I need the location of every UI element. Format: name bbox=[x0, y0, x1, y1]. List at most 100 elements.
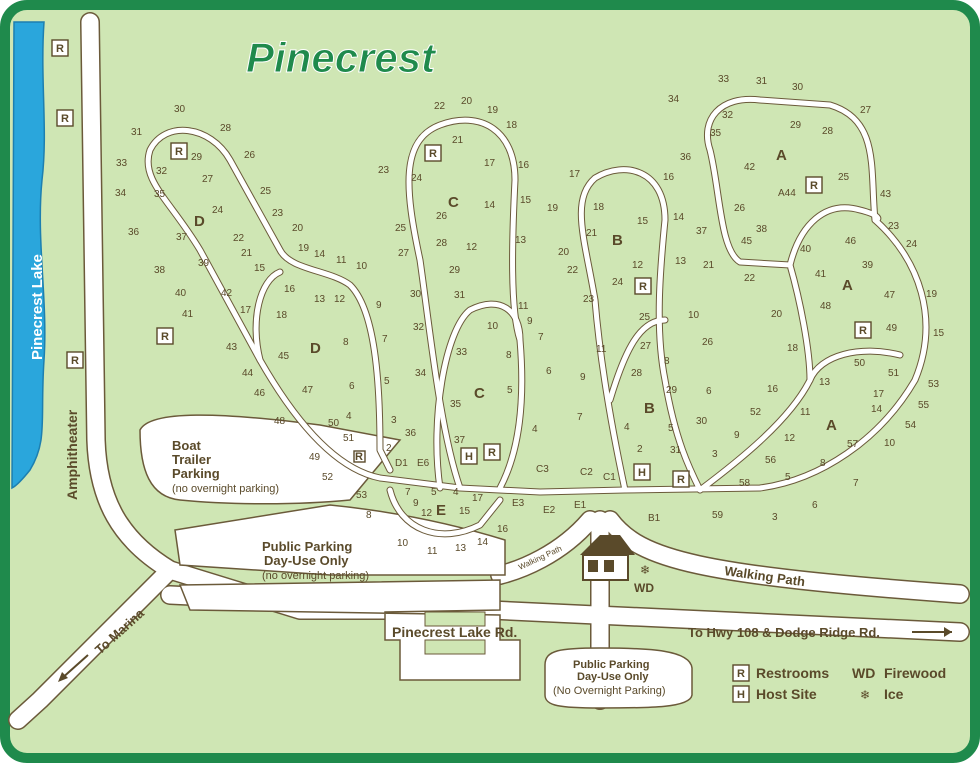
svg-text:H: H bbox=[638, 467, 646, 479]
campsite-a-26: 26 bbox=[734, 203, 746, 214]
boat-parking-line2: Trailer bbox=[172, 452, 211, 467]
campsite-b-31: 31 bbox=[670, 445, 682, 456]
campsite-c-36: 36 bbox=[405, 428, 417, 439]
restroom-icon: R bbox=[732, 664, 750, 682]
campsite-e-4: 4 bbox=[453, 487, 459, 498]
campsite-a-45: 45 bbox=[741, 236, 753, 247]
restroom-icon[interactable]: R bbox=[424, 144, 442, 162]
campsite-a-12: 12 bbox=[784, 433, 796, 444]
restroom-icon[interactable]: R bbox=[634, 277, 652, 295]
campsite-d-21: 21 bbox=[241, 248, 253, 259]
campsite-a-9: 9 bbox=[734, 430, 740, 441]
restroom-icon[interactable]: R bbox=[66, 351, 84, 369]
public-parking-left-line1: Public Parking bbox=[262, 539, 352, 554]
restroom-icon[interactable]: R bbox=[51, 39, 69, 57]
campsite-a-23: 23 bbox=[888, 221, 900, 232]
campsite-c-23: 23 bbox=[378, 165, 390, 176]
campsite-d-50: 50 bbox=[328, 418, 340, 429]
campsite-e-e2: E2 bbox=[543, 505, 556, 516]
campsite-d-34: 34 bbox=[115, 188, 127, 199]
campsite-b-5: 5 bbox=[668, 423, 674, 434]
restroom-icon[interactable]: R bbox=[56, 109, 74, 127]
campsite-b-2: 2 bbox=[637, 444, 643, 455]
campsite-a-36: 36 bbox=[680, 152, 692, 163]
parking-areas bbox=[139, 414, 693, 709]
restroom-icon[interactable]: R bbox=[170, 142, 188, 160]
loop-label-a-lower: A bbox=[826, 417, 837, 434]
legend-ice-icon: ❄ bbox=[860, 688, 870, 702]
campsite-a-50: 50 bbox=[854, 358, 866, 369]
campsite-a-56: 56 bbox=[765, 455, 777, 466]
campsite-a-58: 58 bbox=[739, 478, 751, 489]
loop-label-e: E bbox=[436, 502, 446, 519]
campsite-e-d1: D1 bbox=[395, 458, 408, 469]
campsite-d-49: 49 bbox=[309, 452, 321, 463]
svg-text:H: H bbox=[737, 689, 745, 701]
campsite-c-11: 11 bbox=[518, 301, 529, 312]
campsite-a-57: 57 bbox=[847, 439, 859, 450]
legend-firewood-symbol: WD bbox=[852, 665, 875, 681]
campsite-a-11: 11 bbox=[800, 407, 811, 418]
campsite-d-2: 2 bbox=[386, 443, 392, 454]
restroom-icon[interactable]: R bbox=[483, 443, 501, 461]
campsite-d-33: 33 bbox=[116, 158, 128, 169]
campsite-d-53: 53 bbox=[356, 490, 368, 501]
parking-island bbox=[424, 639, 486, 655]
campsite-c-16: 16 bbox=[518, 160, 530, 171]
campsite-d-47: 47 bbox=[302, 385, 314, 396]
campsite-a-35: 35 bbox=[710, 128, 722, 139]
parking-stalls bbox=[178, 579, 521, 681]
campsite-b-20: 20 bbox=[558, 247, 570, 258]
campsite-a-31: 31 bbox=[756, 76, 768, 87]
campsite-d-38: 38 bbox=[154, 265, 166, 276]
campsite-c-12: 12 bbox=[466, 242, 478, 253]
campsite-c-27: 27 bbox=[398, 248, 410, 259]
lake-name: Pinecrest Lake bbox=[29, 254, 46, 360]
campsite-d-41: 41 bbox=[182, 309, 194, 320]
campsite-d-12: 12 bbox=[334, 294, 346, 305]
campsite-c-6: 6 bbox=[546, 366, 552, 377]
campsite-d-31: 31 bbox=[131, 127, 143, 138]
boat-parking-line3: Parking bbox=[172, 466, 220, 481]
campsite-d-8: 8 bbox=[343, 337, 349, 348]
campsite-c-19: 19 bbox=[487, 105, 499, 116]
campground-loops bbox=[144, 95, 930, 538]
restroom-icon[interactable]: R bbox=[854, 321, 872, 339]
campsite-a-42: 42 bbox=[744, 162, 756, 173]
campsite-a-51: 51 bbox=[888, 368, 900, 379]
svg-text:R: R bbox=[488, 447, 496, 459]
arrow-icon bbox=[912, 627, 952, 637]
campsite-a-8: 8 bbox=[820, 458, 826, 469]
restroom-icon[interactable]: R bbox=[805, 176, 823, 194]
host-site-icon: H bbox=[732, 685, 750, 703]
campsite-c-5: 5 bbox=[507, 385, 513, 396]
campsite-a-24: 24 bbox=[906, 239, 918, 250]
campsite-c-30: 30 bbox=[410, 289, 422, 300]
firewood-shed-icon[interactable] bbox=[580, 535, 635, 581]
campsite-b-9: 9 bbox=[580, 372, 586, 383]
campsite-b-24: 24 bbox=[612, 277, 624, 288]
campsite-b-14: 14 bbox=[673, 212, 685, 223]
host-site-icon[interactable]: H bbox=[633, 463, 651, 481]
campsite-a-15: 15 bbox=[933, 328, 945, 339]
public-parking-bottom-lot bbox=[544, 647, 693, 709]
campsite-e-c1: C1 bbox=[603, 472, 616, 483]
legend-restrooms: Restrooms bbox=[756, 665, 829, 681]
host-site-icon[interactable]: H bbox=[460, 447, 478, 465]
restroom-icon[interactable]: R bbox=[353, 450, 366, 463]
campsite-d-5: 5 bbox=[384, 376, 390, 387]
svg-text:H: H bbox=[465, 451, 473, 463]
campsite-b-15: 15 bbox=[637, 216, 649, 227]
restroom-icon[interactable]: R bbox=[672, 470, 690, 488]
campsite-b-11: 11 bbox=[596, 344, 607, 355]
campsite-e-12: 12 bbox=[421, 508, 433, 519]
public-parking-left-note: (no overnight parking) bbox=[262, 570, 369, 582]
campsite-d-15: 15 bbox=[254, 263, 266, 274]
campsite-c-21: 21 bbox=[452, 135, 464, 146]
campsite-e-8: 8 bbox=[366, 510, 372, 521]
campsite-d-10: 10 bbox=[356, 261, 368, 272]
svg-text:R: R bbox=[810, 180, 818, 192]
restroom-icon[interactable]: R bbox=[156, 327, 174, 345]
